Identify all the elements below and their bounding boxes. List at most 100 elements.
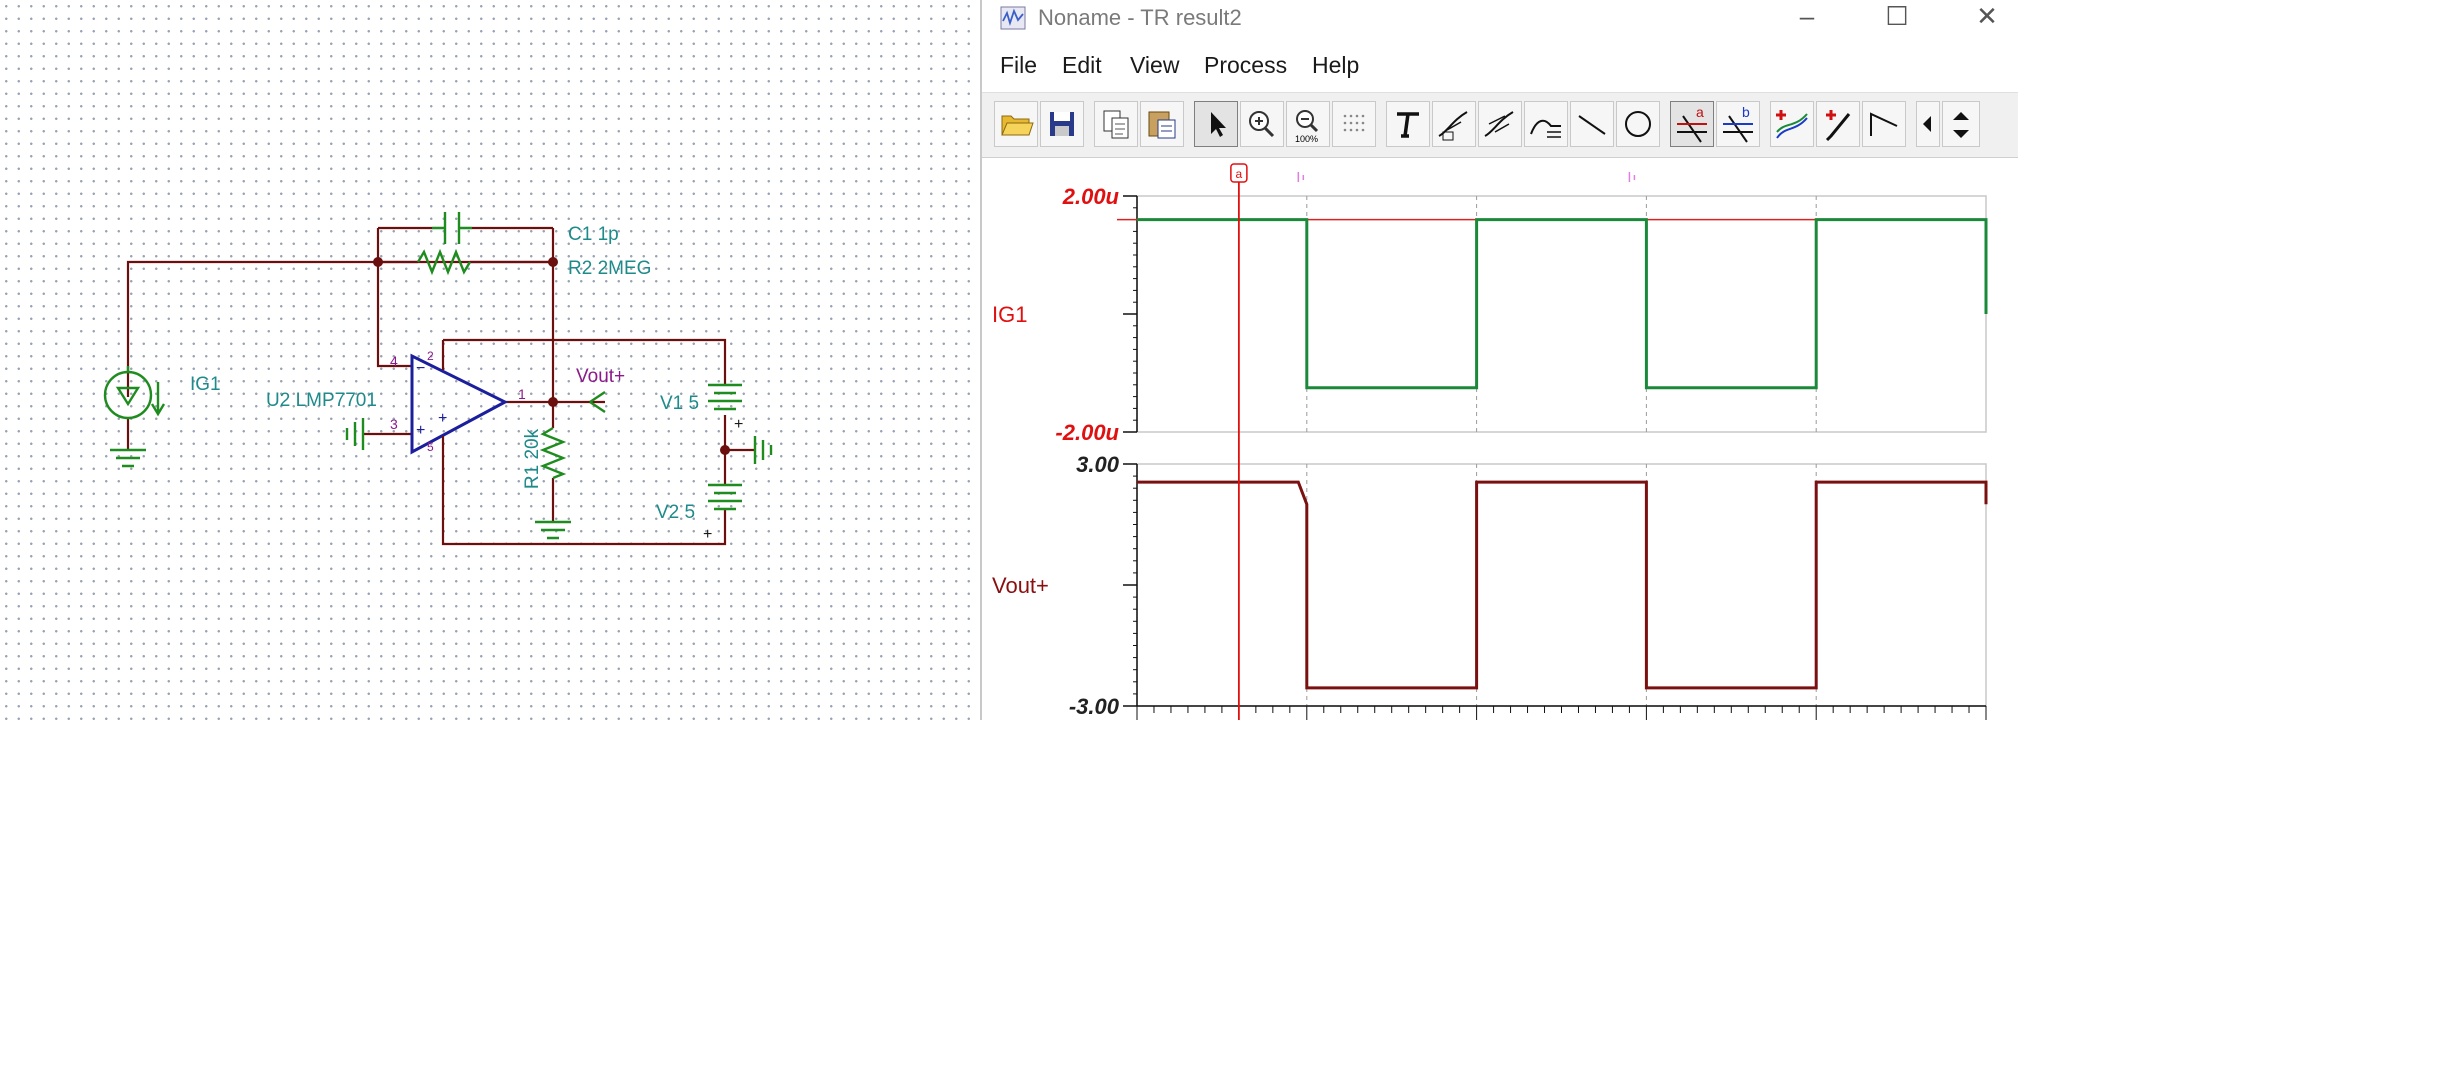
v1-plus: + — [734, 416, 744, 433]
minimize-button[interactable]: – — [1799, 1, 1815, 31]
pin-2: 2 — [427, 349, 434, 363]
resistor-r2 — [416, 248, 472, 276]
cursor-a-icon: a — [1677, 104, 1707, 143]
opamp-u2 — [410, 340, 509, 455]
menu-help[interactable]: Help — [1312, 52, 1360, 78]
wire-vminus — [441, 448, 727, 546]
y-tick-label-bottom: -3.00 — [1069, 694, 1120, 719]
label-vout: Vout+ — [576, 366, 626, 387]
cursor-b-button[interactable]: b — [1716, 101, 1760, 147]
cursor-b-text: b — [1742, 104, 1750, 120]
menu-bar: File Edit View Process Help — [982, 46, 2018, 88]
cursor-a-handle — [1230, 163, 1248, 183]
menu-view[interactable]: View — [1130, 52, 1180, 78]
wire-vplus — [443, 338, 727, 385]
v2-plus: + — [703, 526, 713, 543]
panel-label-ig1: IG1 — [992, 302, 1027, 327]
zoom-100-button[interactable]: 100% — [1286, 101, 1330, 147]
label-u2: U2 LMP7701 — [266, 390, 377, 411]
app-icon — [1000, 6, 1026, 30]
zoom-100-text: 100% — [1295, 134, 1318, 144]
series-line-ig1 — [1137, 218, 1988, 390]
cursor-b-icon: b — [1723, 104, 1753, 143]
circle-icon — [1625, 111, 1651, 137]
pin-minus: − — [416, 360, 426, 377]
open-folder-icon — [1001, 115, 1034, 136]
copy-icon — [1103, 110, 1129, 139]
capacitor-c1 — [432, 212, 472, 244]
grid-icon — [1343, 114, 1365, 132]
curve-label-button[interactable] — [1432, 101, 1476, 147]
title-bar[interactable]: Noname - TR result2 – ☐ ✕ — [982, 0, 2018, 36]
circle-button[interactable] — [1616, 101, 1660, 147]
add-curve-icon — [1776, 110, 1808, 139]
close-button[interactable]: ✕ — [1976, 1, 1998, 31]
paste-icon — [1148, 111, 1176, 139]
marker-tick — [1628, 172, 1636, 182]
scroll-left-button[interactable] — [1916, 101, 1940, 147]
label-v1: V1 5 — [660, 393, 700, 414]
schematic-drawing — [103, 212, 773, 546]
menu-process[interactable]: Process — [1204, 52, 1288, 78]
y-tick-label-top: 3.00 — [1076, 452, 1120, 477]
zoom-in-button[interactable] — [1240, 101, 1284, 147]
menu-edit[interactable]: Edit — [1062, 52, 1102, 78]
current-source-ig1 — [103, 366, 166, 468]
label-v2: V2 5 — [656, 502, 696, 523]
probe-button[interactable] — [1816, 101, 1860, 147]
zoom-in-icon — [1249, 111, 1275, 138]
curve-label-3-icon — [1530, 119, 1561, 138]
copy-button[interactable] — [1094, 101, 1138, 147]
pin-4: 4 — [390, 353, 398, 369]
scroll-updown-button[interactable] — [1942, 101, 1980, 147]
cursor-a-text: a — [1696, 104, 1704, 120]
maximize-button[interactable]: ☐ — [1885, 1, 1909, 31]
label-c1: C1 1p — [568, 224, 619, 245]
paste-button[interactable] — [1140, 101, 1184, 147]
text-button[interactable] — [1386, 101, 1430, 147]
line-button[interactable] — [1570, 101, 1614, 147]
toolbar: 100% — [982, 92, 2018, 158]
zoom-100-icon: 100% — [1295, 110, 1319, 144]
open-button[interactable] — [994, 101, 1038, 147]
save-icon — [1050, 112, 1074, 136]
add-curve-button[interactable] — [1770, 101, 1814, 147]
label-r2: R2 2MEG — [568, 258, 652, 279]
ground-supply-mid — [753, 436, 773, 464]
label-r1: R1 20k — [522, 428, 544, 490]
label-ig1: IG1 — [190, 374, 221, 395]
cursor-a-text: a — [1236, 167, 1243, 181]
window-title: Noname - TR result2 — [1038, 5, 1242, 30]
grid-button[interactable] — [1332, 101, 1376, 147]
slope-icon — [1870, 112, 1898, 136]
battery-v2 — [708, 483, 742, 511]
wire-input — [126, 260, 378, 397]
scroll-updown-icon — [1953, 112, 1969, 138]
result-window[interactable]: Noname - TR result2 – ☐ ✕ File Edit View… — [980, 0, 2018, 720]
pin-plus-inner: + — [438, 410, 448, 427]
battery-v1 — [708, 383, 742, 411]
panel-frame — [1136, 463, 1987, 707]
menu-file[interactable]: File — [1000, 52, 1038, 78]
slope-button[interactable] — [1862, 101, 1906, 147]
resistor-r1 — [539, 426, 567, 480]
curve-label-icon — [1438, 111, 1468, 141]
pin-5: 5 — [427, 440, 434, 454]
wire-inverting — [376, 262, 412, 368]
output-terminal — [589, 391, 606, 413]
pointer-button[interactable] — [1194, 101, 1238, 147]
cursor-a-button[interactable]: a — [1670, 101, 1714, 147]
curve-label-3-button[interactable] — [1524, 101, 1568, 147]
curve-label-2-icon — [1484, 111, 1514, 137]
pin-3: 3 — [390, 416, 398, 432]
line-icon — [1578, 115, 1606, 135]
schematic-canvas[interactable]: C1 1p R2 2MEG IG1 U2 LMP7701 Vout+ V1 5 … — [0, 0, 980, 720]
save-button[interactable] — [1040, 101, 1084, 147]
series-line-vout — [1137, 480, 1988, 690]
y-tick-label-bottom: -2.00u — [1055, 420, 1119, 445]
ground-r1 — [535, 520, 571, 540]
curve-label-2-button[interactable] — [1478, 101, 1522, 147]
panel-frame — [1136, 195, 1987, 433]
